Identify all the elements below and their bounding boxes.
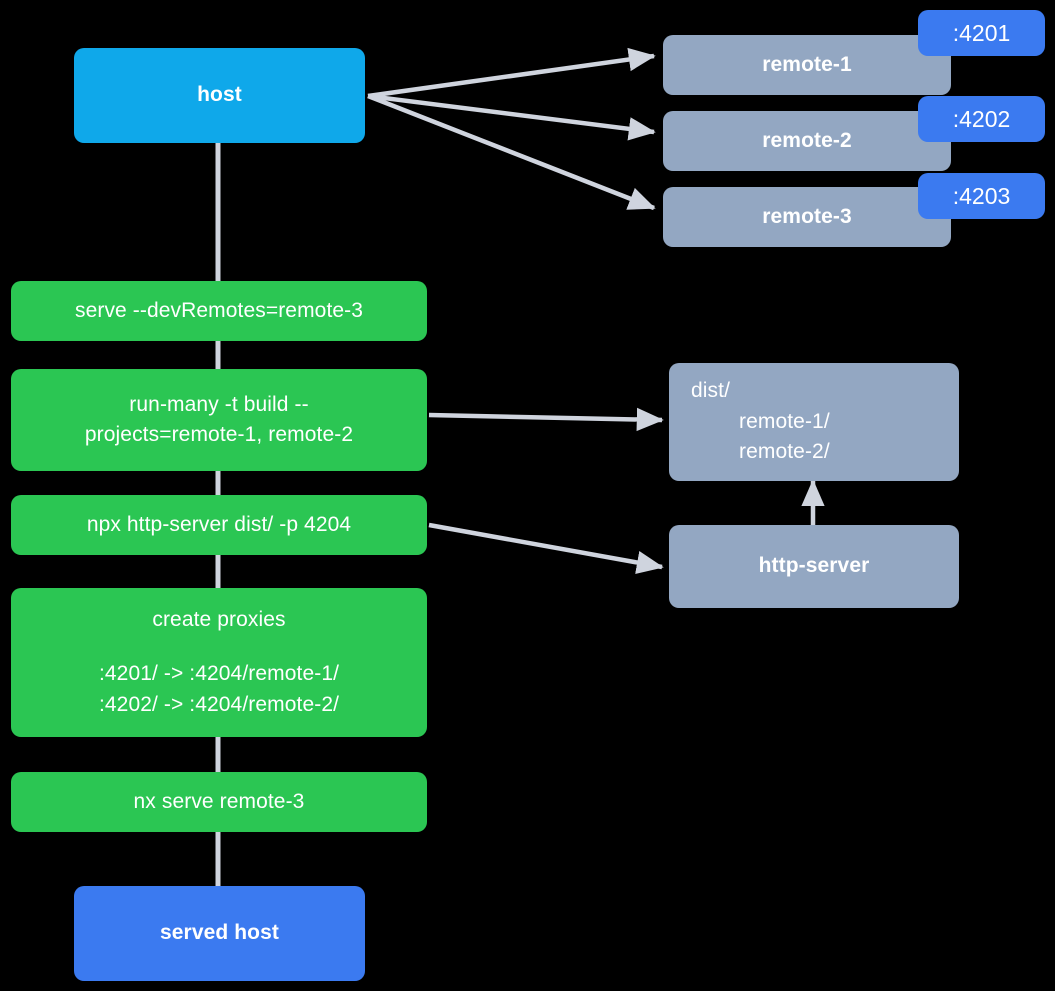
command-npx-http-server-label: npx http-server dist/ -p 4204 — [86, 512, 352, 536]
edge-host-to-remote-1 — [367, 47, 656, 99]
port-badge-remote-2-label: :4202 — [952, 105, 1011, 132]
port-badge-remote-1[interactable]: :4201 — [918, 10, 1045, 56]
edge-host-to-remote-2 — [367, 93, 656, 141]
command-nx-serve-remote-3-label: nx serve remote-3 — [133, 789, 305, 813]
node-http-server[interactable]: http-server — [669, 525, 959, 608]
node-remote-2-label: remote-2 — [762, 128, 852, 152]
node-command-nx-serve-remote-3[interactable]: nx serve remote-3 — [11, 772, 427, 832]
node-command-run-many[interactable]: run-many -t build -- projects=remote-1, … — [11, 369, 427, 471]
command-create-proxies-mapping-1: :4201/ -> :4204/remote-1/ — [98, 662, 340, 686]
node-dist-folder[interactable]: dist/ remote-1/ remote-2/ — [669, 363, 959, 481]
command-create-proxies-title: create proxies — [152, 607, 286, 631]
dist-child-remote-2-label: remote-2/ — [739, 440, 830, 464]
node-host[interactable]: host — [74, 48, 365, 143]
edge-runmany-to-dist — [428, 407, 664, 432]
port-badge-remote-2[interactable]: :4202 — [918, 96, 1045, 142]
node-host-label: host — [197, 83, 242, 107]
node-remote-2[interactable]: remote-2 — [663, 111, 951, 171]
port-badge-remote-3[interactable]: :4203 — [918, 173, 1045, 219]
node-remote-3-label: remote-3 — [762, 204, 852, 228]
edge-npx-to-httpserver — [428, 522, 664, 575]
command-create-proxies-mapping-2: :4202/ -> :4204/remote-2/ — [98, 692, 340, 716]
command-run-many-line-2: projects=remote-1, remote-2 — [84, 423, 354, 446]
port-badge-remote-1-label: :4201 — [952, 19, 1011, 46]
node-served-host[interactable]: served host — [74, 886, 365, 981]
node-remote-3[interactable]: remote-3 — [663, 187, 951, 247]
node-remote-1-label: remote-1 — [762, 52, 852, 76]
port-badge-remote-3-label: :4203 — [952, 182, 1011, 209]
node-command-create-proxies[interactable]: create proxies :4201/ -> :4204/remote-1/… — [11, 588, 427, 737]
node-remote-1[interactable]: remote-1 — [663, 35, 951, 95]
edge-host-to-remote-3 — [367, 93, 656, 211]
node-served-host-label: served host — [160, 921, 279, 945]
dist-child-remote-1-label: remote-1/ — [739, 409, 830, 433]
dist-root-label: dist/ — [691, 379, 731, 403]
command-serve-devremotes-label: serve --devRemotes=remote-3 — [74, 298, 364, 322]
node-http-server-label: http-server — [758, 554, 870, 578]
node-command-npx-http-server[interactable]: npx http-server dist/ -p 4204 — [11, 495, 427, 555]
command-run-many-line-1: run-many -t build -- — [129, 392, 309, 416]
node-command-serve-devremotes[interactable]: serve --devRemotes=remote-3 — [11, 281, 427, 341]
